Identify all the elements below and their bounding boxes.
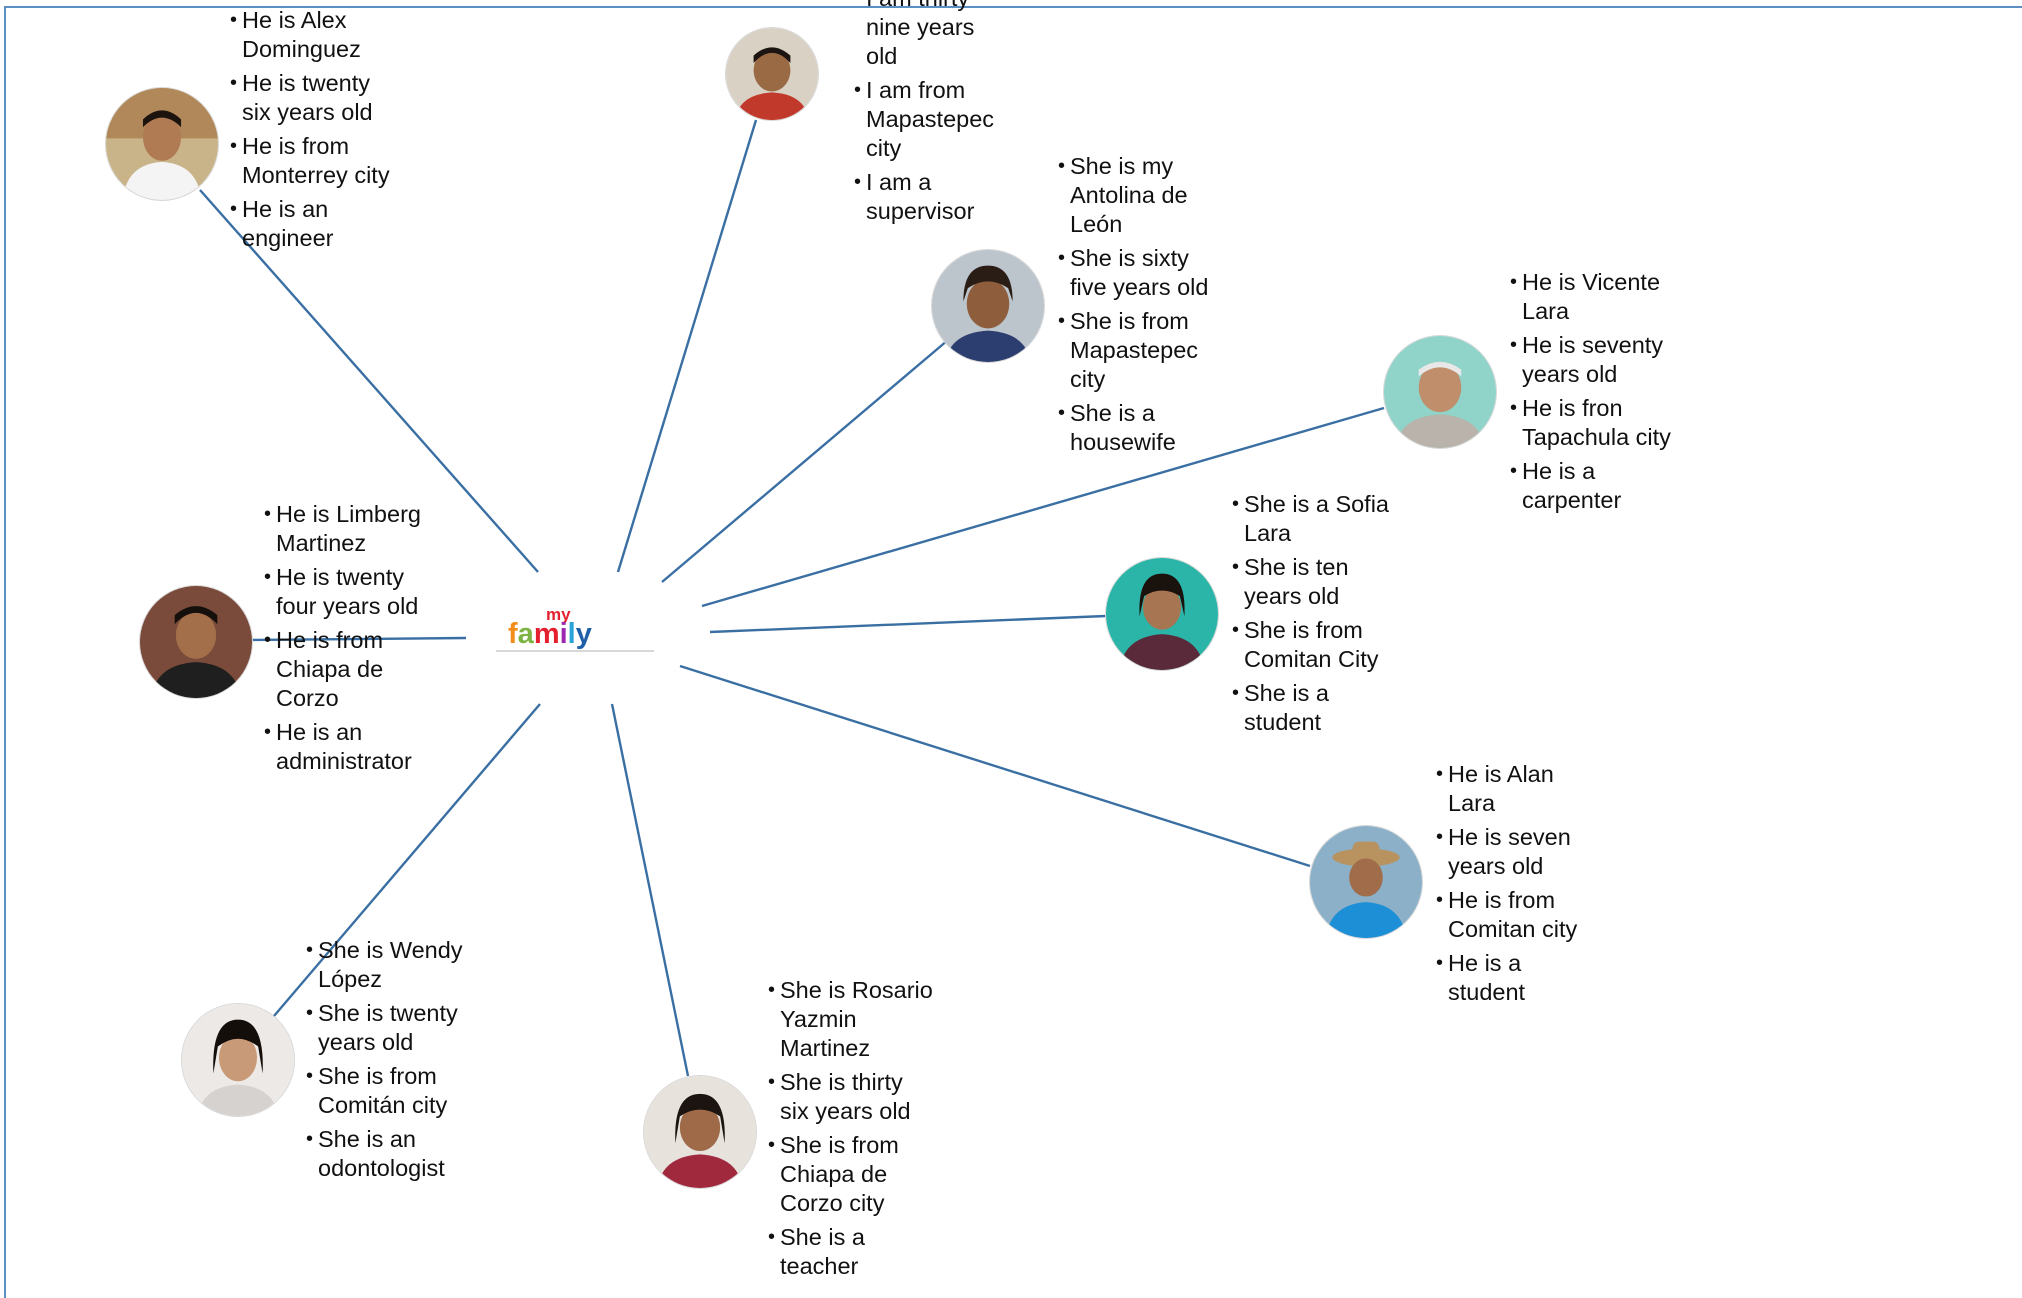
info-line: She is Wendy López [306,936,476,994]
info-line: He is Limberg Martinez [264,500,434,558]
connector-line [661,339,949,583]
info-line: He is twenty six years old [230,69,390,127]
info-line: She is from Chiapa de Corzo city [768,1131,938,1218]
info-line: She is from Mapastepec city [1058,307,1228,394]
info-line: She is sixty five years old [1058,244,1228,302]
info-line: He is Alex Dominguez [230,6,390,64]
connector-line [616,119,758,573]
connector-line [679,664,1311,868]
logo-my: my [546,605,571,624]
info-line: He is Alan Lara [1436,760,1596,818]
info-sofia: She is a Sofia Lara She is ten years old… [1232,490,1392,742]
info-line: He is from Monterrey city [230,132,390,190]
info-line: She is an odontologist [306,1125,476,1183]
info-line: He is from Chiapa de Corzo [264,626,434,713]
avatar-rosario [644,1076,756,1188]
info-line: He is a carpenter [1510,457,1690,515]
info-line: She is thirty six years old [768,1068,938,1126]
info-line: He is an administrator [264,718,434,776]
info-line: She is twenty years old [306,999,476,1057]
info-line: She is ten years old [1232,553,1392,611]
logo-family: family [508,618,592,650]
info-limberg: He is Limberg Martinez He is twenty four… [264,500,434,781]
info-line: She is a student [1232,679,1392,737]
info-line: He is a student [1436,949,1596,1007]
info-line: He is seventy years old [1510,331,1690,389]
info-alan: He is Alan Lara He is seven years old He… [1436,760,1596,1012]
info-vicente: He is Vicente Lara He is seventy years o… [1510,268,1690,520]
info-wendy: She is Wendy López She is twenty years o… [306,936,476,1188]
connector-line [701,406,1385,608]
info-antolina: She is my Antolina de León She is sixty … [1058,152,1228,462]
avatar-antolina [932,250,1044,362]
info-line: I am thirty nine years old [854,0,999,71]
info-line: He is seven years old [1436,823,1596,881]
info-line: He is from Comitan city [1436,886,1596,944]
info-line: She is a housewife [1058,399,1228,457]
avatar-sofia [1106,558,1218,670]
avatar-vicente [1384,336,1496,448]
avatar-limberg [140,586,252,698]
info-line: She is from Comitan City [1232,616,1392,674]
info-line: I am a supervisor [854,168,999,226]
info-supervisor: I am thirty nine years old I am from Map… [854,0,999,231]
avatar-wendy [182,1004,294,1116]
info-line: He is twenty four years old [264,563,434,621]
avatar-alan [1310,826,1422,938]
avatar-alex [106,88,218,200]
info-line: He is fron Tapachula city [1510,394,1690,452]
info-line: I am from Mapastepec city [854,76,999,163]
info-line: He is an engineer [230,195,390,253]
connector-line [199,189,539,573]
info-line: She is a teacher [768,1223,938,1281]
info-line: She is Rosario Yazmin Martinez [768,976,938,1063]
connector-line [610,703,690,1077]
info-line: She is a Sofia Lara [1232,490,1392,548]
connector-line [709,614,1107,634]
info-line: She is my Antolina de León [1058,152,1228,239]
info-rosario: She is Rosario Yazmin Martinez She is th… [768,976,938,1286]
my-family-logo: my family [496,600,654,652]
info-line: He is Vicente Lara [1510,268,1690,326]
info-alex: He is Alex Dominguez He is twenty six ye… [230,6,390,258]
avatar-supervisor [726,28,818,120]
slide-frame [4,6,2022,1298]
info-line: She is from Comitán city [306,1062,476,1120]
